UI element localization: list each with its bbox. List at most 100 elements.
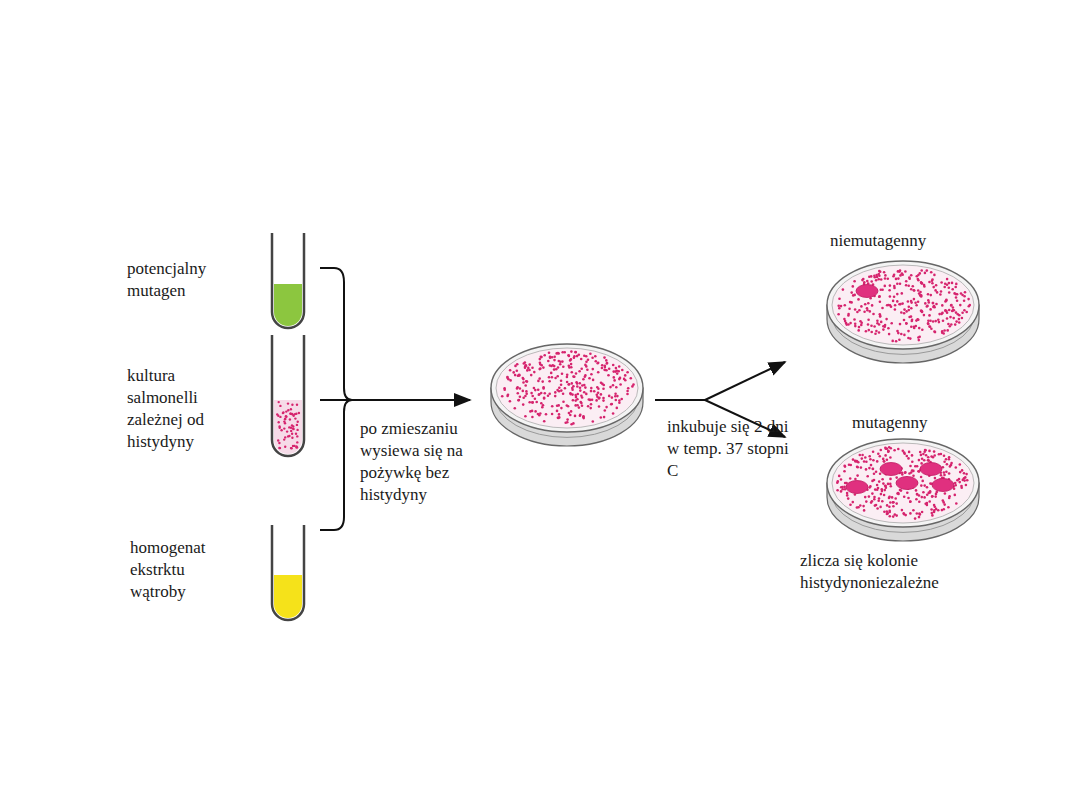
bacteria-dot: [946, 284, 949, 287]
bacteria-dot: [539, 367, 542, 370]
bacteria-dot: [626, 390, 629, 393]
bacteria-dot: [898, 303, 901, 306]
bacteria-dot: [574, 351, 577, 354]
bacteria-dot: [917, 274, 920, 277]
bacteria-dot: [859, 454, 862, 457]
bacteria-dot: [878, 331, 881, 334]
bacteria-dot: [941, 304, 944, 307]
bacteria-dot: [897, 448, 900, 451]
bacteria-dot: [958, 481, 961, 484]
bacteria-dot: [842, 288, 845, 291]
bacteria-dot: [538, 393, 541, 396]
bacteria-dot: [950, 323, 953, 326]
bacteria-dot: [955, 283, 958, 286]
bacteria-dot: [524, 395, 527, 398]
bacteria-dot: [965, 311, 968, 314]
bacteria-dot: [911, 460, 914, 463]
bacteria-dot: [959, 463, 962, 466]
bacteria-dot: [870, 280, 873, 283]
bacteria-dot: [616, 407, 619, 410]
bacteria-dot: [894, 497, 897, 500]
bacteria-dot: [897, 277, 900, 280]
bacteria-dot: [581, 396, 584, 399]
bacteria-dot: [290, 427, 292, 429]
bacteria-dot: [588, 377, 591, 380]
bacteria-dot: [914, 302, 917, 305]
bacteria-dot: [879, 473, 882, 476]
bacteria-dot: [932, 320, 935, 323]
bacteria-dot: [951, 282, 954, 285]
bacteria-dot: [296, 435, 298, 437]
bacteria-dot: [958, 314, 961, 317]
bacteria-dot: [930, 294, 933, 297]
bacteria-dot: [899, 489, 902, 492]
bacteria-dot: [843, 318, 846, 321]
bacteria-dot: [884, 454, 887, 457]
bacteria-dot: [861, 454, 864, 457]
bacteria-dot: [928, 281, 931, 284]
bacteria-dot: [877, 453, 880, 456]
bacteria-dot: [554, 377, 557, 380]
bacteria-dot: [931, 495, 934, 498]
bacteria-dot: [944, 310, 947, 313]
colony: [932, 479, 954, 492]
bacteria-dot: [923, 496, 926, 499]
bacteria-dot: [910, 288, 913, 291]
bacteria-dot: [542, 366, 545, 369]
bacteria-dot: [964, 476, 967, 479]
bacteria-dot: [955, 296, 958, 299]
bacteria-dot: [898, 338, 901, 341]
bacteria-dot: [543, 397, 546, 400]
bacteria-dot: [572, 399, 575, 402]
bacteria-dot: [950, 304, 953, 307]
bacteria-dot: [524, 365, 527, 368]
bacteria-dot: [946, 463, 949, 466]
bacteria-dot: [838, 307, 841, 310]
bacteria-dot: [891, 496, 894, 499]
bacteria-dot: [897, 492, 900, 495]
bacteria-dot: [615, 367, 618, 370]
bacteria-dot: [924, 449, 927, 452]
bacteria-dot: [950, 462, 953, 465]
bacteria-dot: [920, 476, 923, 479]
bacteria-dot: [597, 391, 600, 394]
bacteria-dot: [920, 281, 923, 284]
bacteria-dot: [547, 360, 550, 363]
bacteria-dot: [905, 322, 908, 325]
bacteria-dot: [614, 370, 617, 373]
bacteria-dot: [870, 501, 873, 504]
bacteria-dot: [894, 308, 897, 311]
bacteria-dot: [900, 489, 903, 492]
bacteria-dot: [943, 455, 946, 458]
bacteria-dot: [598, 405, 601, 408]
bacteria-dot: [888, 289, 891, 292]
bacteria-dot: [940, 290, 943, 293]
bacteria-dot: [295, 413, 297, 415]
bacteria-dot: [583, 391, 586, 394]
bacteria-dot: [899, 283, 902, 286]
bacteria-dot: [892, 300, 895, 303]
bacteria-dot: [856, 465, 859, 468]
bacteria-dot: [887, 449, 890, 452]
bacteria-dot: [556, 375, 559, 378]
bacteria-dot: [578, 370, 581, 373]
bacteria-dot: [598, 397, 601, 400]
bacteria-dot: [923, 314, 926, 317]
bacteria-dot: [927, 323, 930, 326]
bacteria-dot: [562, 393, 565, 396]
bacteria-dot: [927, 299, 930, 302]
bacteria-dot: [881, 307, 884, 310]
bacteria-dot: [878, 273, 881, 276]
bacteria-dot: [516, 386, 519, 389]
bacteria-dot: [918, 336, 921, 339]
bacteria-dot: [518, 399, 521, 402]
bacteria-dot: [559, 363, 562, 366]
bacteria-dot: [901, 302, 904, 305]
bacteria-dot: [898, 270, 901, 273]
bacteria-dot: [937, 318, 940, 321]
caption-label: mutagenny: [852, 412, 972, 434]
bacteria-dot: [935, 303, 938, 306]
bacteria-dot: [836, 489, 839, 492]
bacteria-dot: [866, 475, 869, 478]
bacteria-dot: [854, 478, 857, 481]
